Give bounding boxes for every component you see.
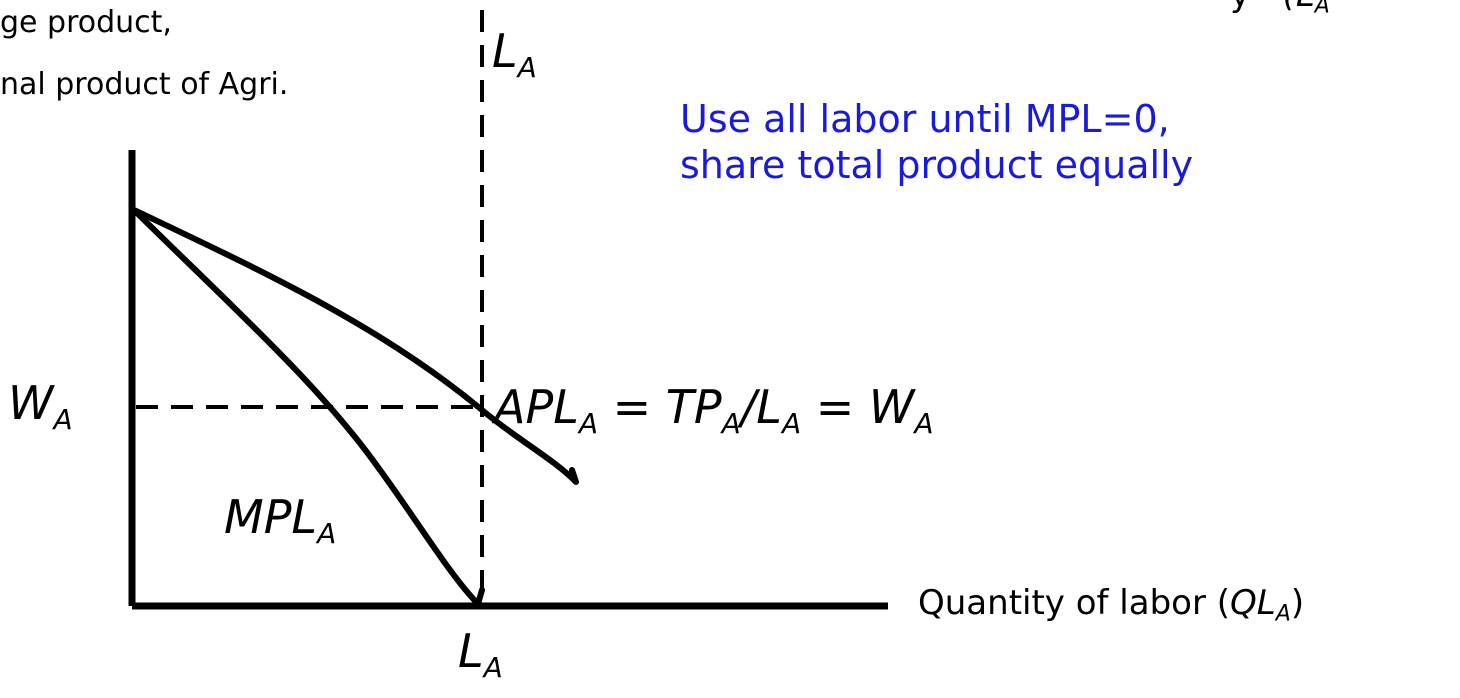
x-axis-title: Quantity of labor (QLA) bbox=[918, 583, 1305, 627]
mpl-label: MPLA bbox=[224, 490, 337, 550]
top-right-cut-text: y (LA bbox=[1230, 0, 1330, 19]
la-bottom-label: LA bbox=[458, 624, 503, 684]
la-top-label: LA bbox=[492, 24, 537, 84]
y-axis-title-line1: ge product, bbox=[0, 5, 172, 40]
apl-equation: APLA = TPA/LA = WA bbox=[494, 380, 934, 440]
annotation-line1: Use all labor until MPL=0, bbox=[680, 97, 1170, 141]
y-axis-title-line2: nal product of Agri. bbox=[0, 67, 289, 102]
apl-curve bbox=[131, 207, 579, 485]
mpl-curve bbox=[131, 207, 485, 607]
wa-label: WA bbox=[8, 376, 73, 436]
annotation-line2: share total product equally bbox=[680, 143, 1194, 187]
